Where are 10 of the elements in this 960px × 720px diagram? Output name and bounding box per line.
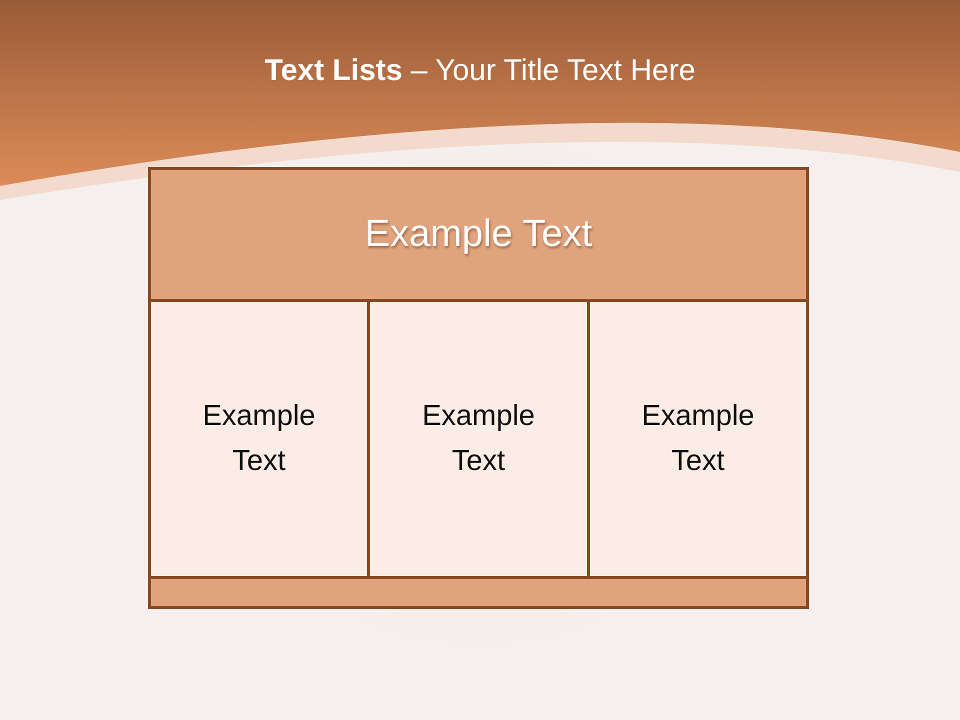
header-text: Example Text — [364, 213, 592, 256]
column-text: Example Text — [640, 399, 756, 479]
column-box — [587, 299, 809, 579]
footer-bar — [148, 576, 809, 609]
column-box — [367, 299, 590, 579]
column-text: Example Text — [202, 399, 316, 479]
column-text: Example Text — [421, 399, 536, 479]
slide-title: Text Lists – Your Title Text Here — [264, 54, 696, 88]
column-box — [148, 299, 370, 579]
header-box — [148, 167, 809, 302]
